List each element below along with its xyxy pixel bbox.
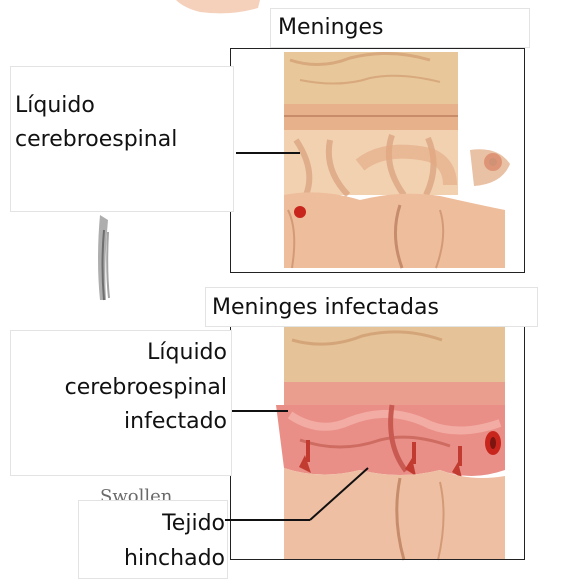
leader-line-swollen xyxy=(0,0,563,579)
